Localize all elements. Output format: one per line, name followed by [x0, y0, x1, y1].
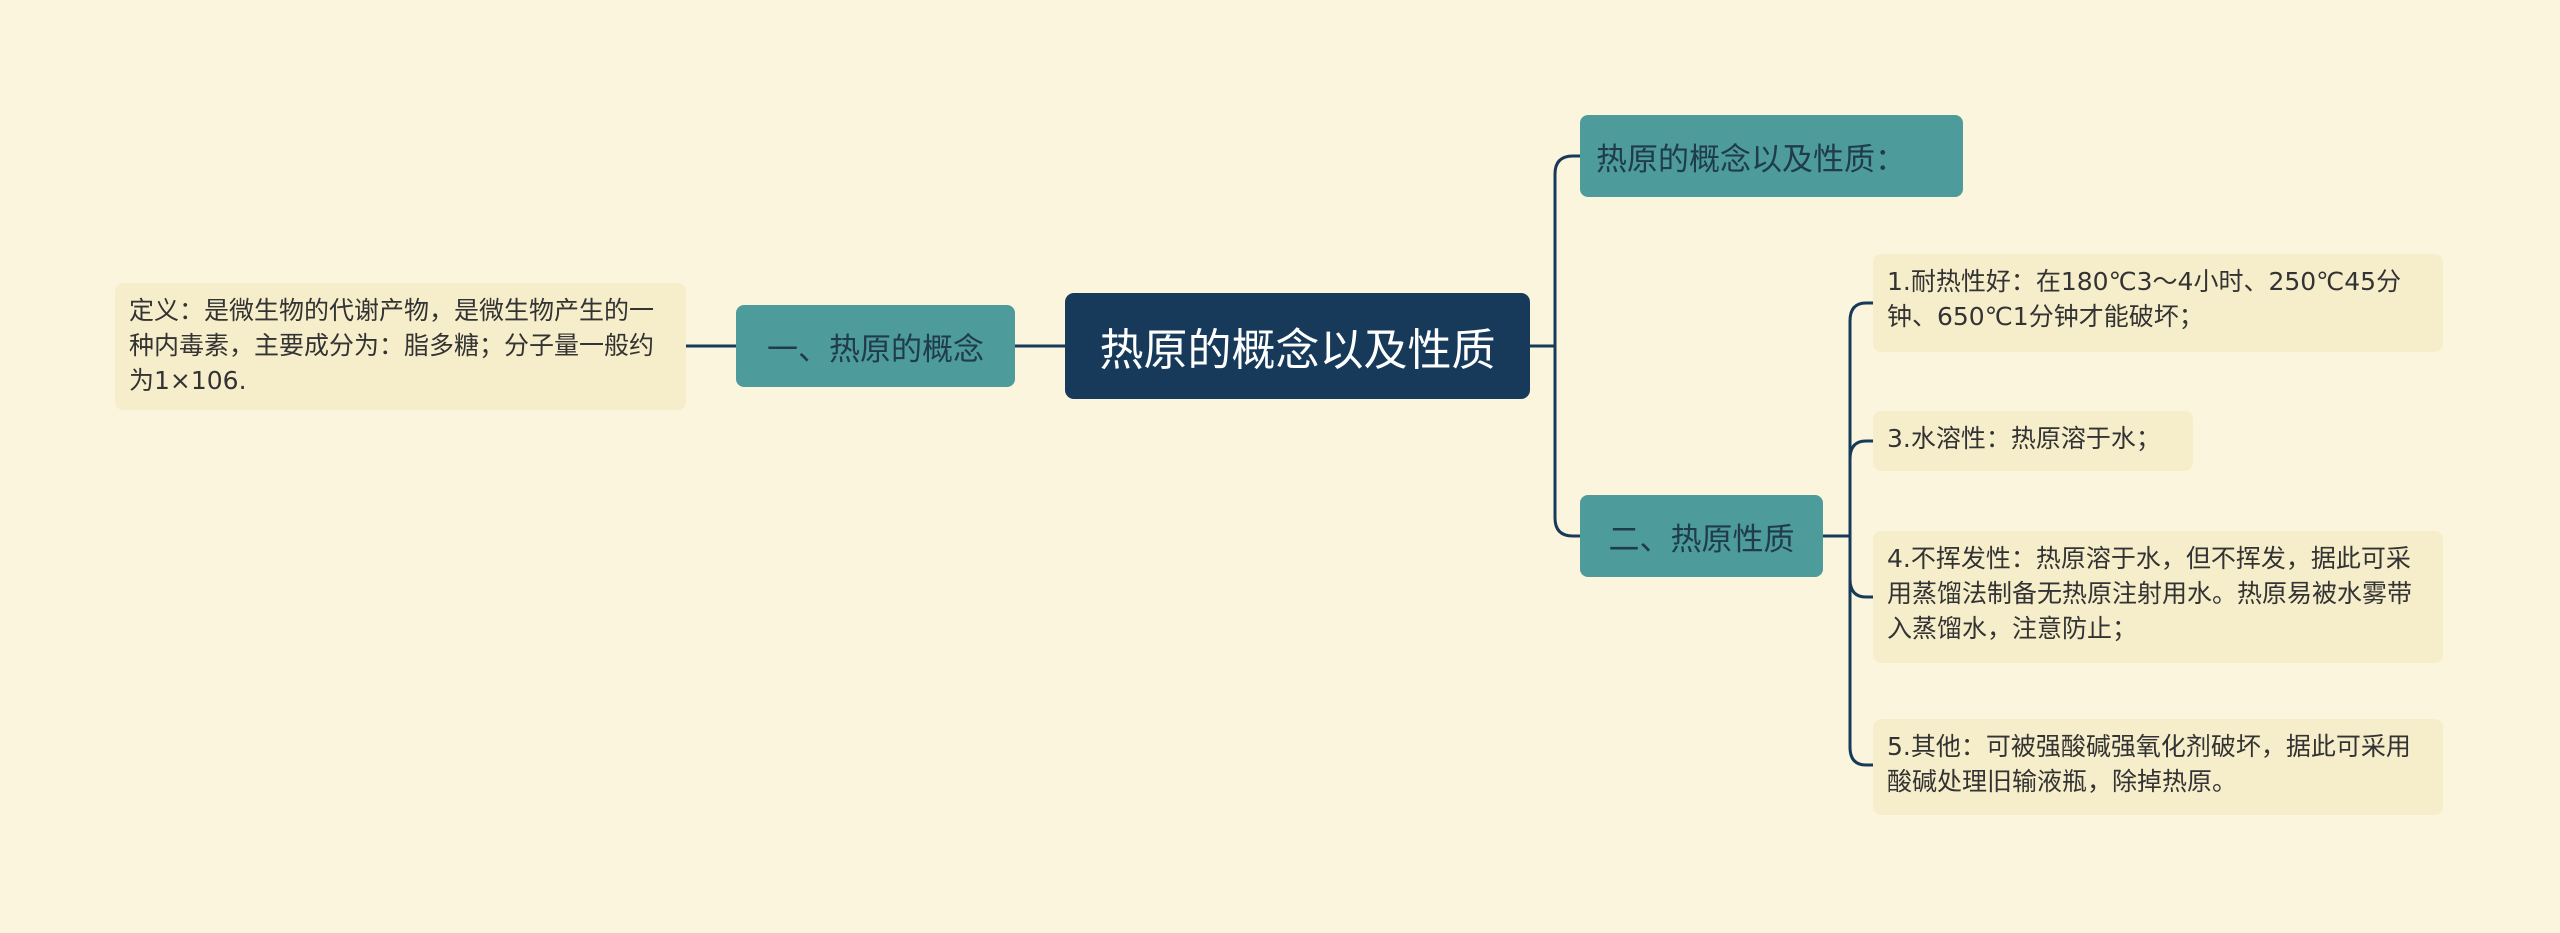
- branch-concept-label: 一、热原的概念: [767, 331, 984, 368]
- connector-properties: [1823, 301, 1873, 767]
- leaf-other[interactable]: 5.其他：可被强酸碱强氧化剂破坏，据此可采用酸碱处理旧输液瓶，除掉热原。: [1873, 719, 2443, 815]
- leaf-non-volatility-text: 4.不挥发性：热原溶于水，但不挥发，据此可采用蒸馏法制备无热原注射用水。热原易被…: [1887, 544, 2413, 643]
- leaf-definition[interactable]: 定义：是微生物的代谢产物，是微生物产生的一种内毒素，主要成分为：脂多糖；分子量一…: [115, 283, 686, 410]
- leaf-water-solubility[interactable]: 3.水溶性：热原溶于水；: [1873, 411, 2193, 471]
- branch-properties-label: 二、热原性质: [1608, 521, 1795, 558]
- leaf-water-solubility-text: 3.水溶性：热原溶于水；: [1887, 424, 2161, 453]
- branch-title-label: 热原的概念以及性质：: [1596, 141, 1906, 178]
- root-label: 热原的概念以及性质: [1099, 325, 1496, 376]
- leaf-non-volatility[interactable]: 4.不挥发性：热原溶于水，但不挥发，据此可采用蒸馏法制备无热原注射用水。热原易被…: [1873, 531, 2443, 663]
- leaf-heat-resistance-text: 1.耐热性好：在180℃3～4小时、250℃45分钟、650℃1分钟才能破坏；: [1887, 267, 2402, 331]
- root-node[interactable]: 热原的概念以及性质: [1065, 293, 1530, 399]
- leaf-definition-text: 定义：是微生物的代谢产物，是微生物产生的一种内毒素，主要成分为：脂多糖；分子量一…: [129, 296, 655, 395]
- branch-title[interactable]: 热原的概念以及性质：: [1580, 115, 1963, 197]
- connector-root-right: [1530, 154, 1580, 538]
- branch-concept[interactable]: 一、热原的概念: [736, 305, 1015, 387]
- leaf-other-text: 5.其他：可被强酸碱强氧化剂破坏，据此可采用酸碱处理旧输液瓶，除掉热原。: [1887, 732, 2411, 796]
- branch-properties[interactable]: 二、热原性质: [1580, 495, 1823, 577]
- leaf-heat-resistance[interactable]: 1.耐热性好：在180℃3～4小时、250℃45分钟、650℃1分钟才能破坏；: [1873, 254, 2443, 352]
